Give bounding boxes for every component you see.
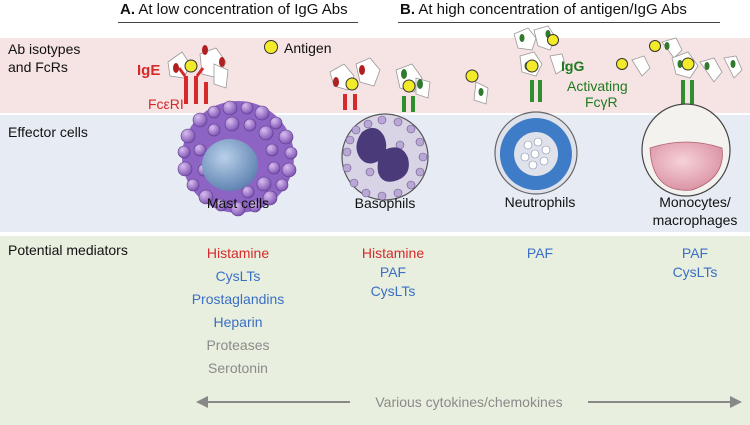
igg-label: IgG [561, 58, 585, 74]
section-a-label: A. [120, 1, 135, 18]
basophil-mediators: Histamine PAF CysLTs [333, 244, 453, 301]
section-a-text: At low concentration of IgG Abs [138, 1, 348, 18]
basophil-receptor-complex [329, 57, 431, 112]
fcgr-label: FcγR [585, 94, 618, 110]
mediator-item: Histamine [206, 245, 270, 261]
section-b-label: B. [400, 1, 415, 18]
mast-cells-label: Mast cells [206, 195, 270, 211]
antigen-legend-label: Antigen [284, 40, 332, 56]
mediator-item: CysLTs [370, 283, 416, 299]
basophil-cell [341, 113, 429, 201]
mediator-item: PAF [526, 245, 554, 261]
neutrophils-label: Neutrophils [504, 194, 576, 210]
monocyte-macrophage-cell [641, 103, 731, 197]
monocytes-macrophages-label: Monocytes/ macrophages [640, 193, 750, 229]
cytokines-label: Various cytokines/chemokines [375, 394, 563, 410]
mediator-item: CysLTs [215, 268, 261, 284]
monocytes-label-line2: macrophages [652, 212, 738, 228]
section-a-title: A. At low concentration of IgG Abs [120, 1, 348, 18]
mast-cell-mediators: Histamine CysLTs Prostaglandins Heparin … [168, 244, 308, 378]
mediator-item: PAF [379, 264, 407, 280]
basophils-label: Basophils [354, 195, 416, 211]
row-label-potential-mediators: Potential mediators [8, 242, 128, 258]
neutrophil-receptor-complex [513, 25, 567, 102]
row-label-ab-isotypes-line2: and FcRs [8, 59, 68, 75]
mediator-item: CysLTs [672, 264, 718, 280]
mediator-item: Heparin [213, 314, 263, 330]
potential-mediators-band [0, 236, 750, 425]
cytokines-arrow [196, 396, 742, 408]
mediator-item: Serotonin [208, 360, 268, 376]
activating-label: Activating [567, 78, 628, 94]
monocytes-label-line1: Monocytes/ [659, 194, 731, 210]
row-label-ab-isotypes-line1: Ab isotypes [8, 41, 81, 57]
row-label-ab-isotypes: Ab isotypes and FcRs [8, 40, 80, 76]
free-immune-complex [465, 69, 489, 105]
mediator-item: Histamine [361, 245, 425, 261]
monocyte-mediators: PAF CysLTs [650, 244, 740, 282]
section-b-title: B. At high concentration of antigen/IgG … [400, 1, 687, 18]
ige-label: IgE [137, 62, 161, 79]
fceri-label: FcεRI [148, 96, 184, 112]
row-label-effector-cells: Effector cells [8, 124, 88, 140]
mediator-item: Prostaglandins [191, 291, 285, 307]
section-b-rule [398, 22, 720, 23]
section-a-rule [118, 22, 358, 23]
mediator-item: Proteases [206, 337, 270, 353]
antigen-legend-icon [264, 40, 278, 54]
monocyte-receptor-complex [616, 37, 743, 104]
neutrophil-cell [494, 111, 578, 195]
mast-cell [177, 100, 298, 217]
section-b-text: At high concentration of antigen/IgG Abs [418, 1, 687, 18]
mast-cell-ige-receptor-complex [167, 45, 229, 104]
neutrophil-mediators: PAF [500, 244, 580, 263]
mediator-item: PAF [681, 245, 709, 261]
